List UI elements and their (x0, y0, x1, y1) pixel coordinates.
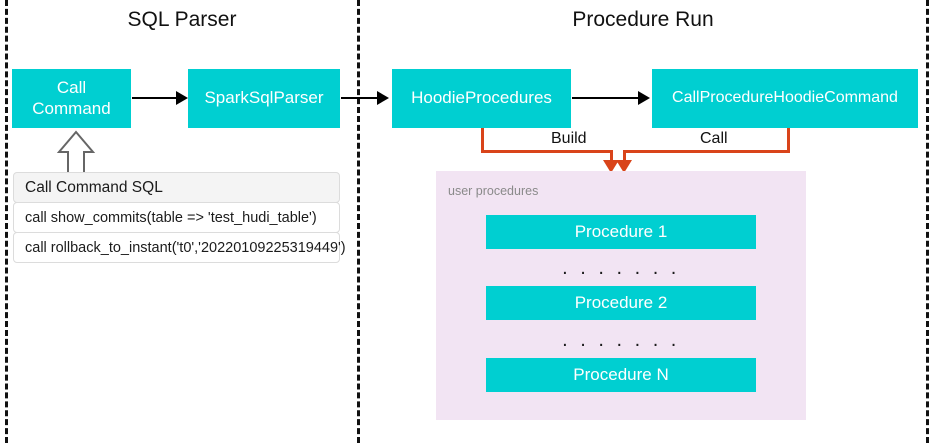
sql-table-row[interactable]: call show_commits(table => 'test_hudi_ta… (13, 202, 340, 233)
arrow-head-icon-to-call-procedure-command (638, 91, 650, 105)
box-call-command[interactable]: Call Command (12, 69, 131, 128)
arrow-head-icon-to-spark-sql-parser (176, 91, 188, 105)
sql-table-header: Call Command SQL (13, 172, 340, 203)
connector-build-arrow-head-icon (603, 160, 619, 173)
box-spark-sql-parser[interactable]: SparkSqlParser (188, 69, 340, 128)
box-call-procedure-hoodie-command[interactable]: CallProcedureHoodieCommand (652, 69, 918, 128)
hollow-up-arrow-icon (56, 130, 96, 174)
box-procedure-n[interactable]: Procedure N (486, 358, 756, 392)
section-title-procedure-run: Procedure Run (572, 8, 714, 31)
connector-call-arrow-head-icon (616, 160, 632, 173)
box-call-command-label-line1: Call (56, 78, 87, 98)
sql-table-row[interactable]: call rollback_to_instant('t0','202201092… (13, 232, 346, 263)
divider-dashed-left (5, 0, 8, 443)
box-hoodie-procedures-label: HoodieProcedures (411, 88, 552, 108)
box-procedure-1-label: Procedure 1 (574, 221, 668, 241)
arrow-spark-sql-parser-to-hoodie-procedures (341, 97, 379, 99)
section-title-sql-parser: SQL Parser (127, 8, 237, 31)
box-spark-sql-parser-label: SparkSqlParser (204, 88, 324, 108)
connector-build-vertical-down (610, 150, 613, 164)
connector-call-vertical-right (787, 128, 790, 153)
arrow-hoodie-procedures-to-call-procedure-command (572, 97, 640, 99)
user-procedures-caption: user procedures (448, 184, 539, 198)
box-procedure-n-label: Procedure N (573, 364, 669, 384)
box-hoodie-procedures[interactable]: HoodieProcedures (392, 69, 571, 128)
divider-dashed-middle (357, 0, 360, 443)
box-call-command-label-line2: Command (32, 98, 111, 118)
ellipsis-separator: . . . . . . . (562, 329, 680, 351)
connector-build-label: Build (545, 131, 593, 147)
call-command-sql-table: Call Command SQL call show_commits(table… (13, 172, 346, 265)
box-procedure-2-label: Procedure 2 (574, 292, 668, 312)
connector-call-horizontal (623, 150, 790, 153)
ellipsis-separator: . . . . . . . (562, 257, 680, 279)
divider-dashed-right (926, 0, 929, 443)
connector-build-horizontal (481, 150, 613, 153)
arrow-head-icon-to-hoodie-procedures (377, 91, 389, 105)
box-procedure-1[interactable]: Procedure 1 (486, 215, 756, 249)
connector-build-vertical-left (481, 128, 484, 153)
connector-call-label: Call (694, 131, 734, 147)
arrow-call-command-to-spark-sql-parser (132, 97, 178, 99)
connector-call-vertical-down (623, 150, 626, 164)
box-call-procedure-hoodie-command-label: CallProcedureHoodieCommand (672, 89, 898, 107)
box-procedure-2[interactable]: Procedure 2 (486, 286, 756, 320)
